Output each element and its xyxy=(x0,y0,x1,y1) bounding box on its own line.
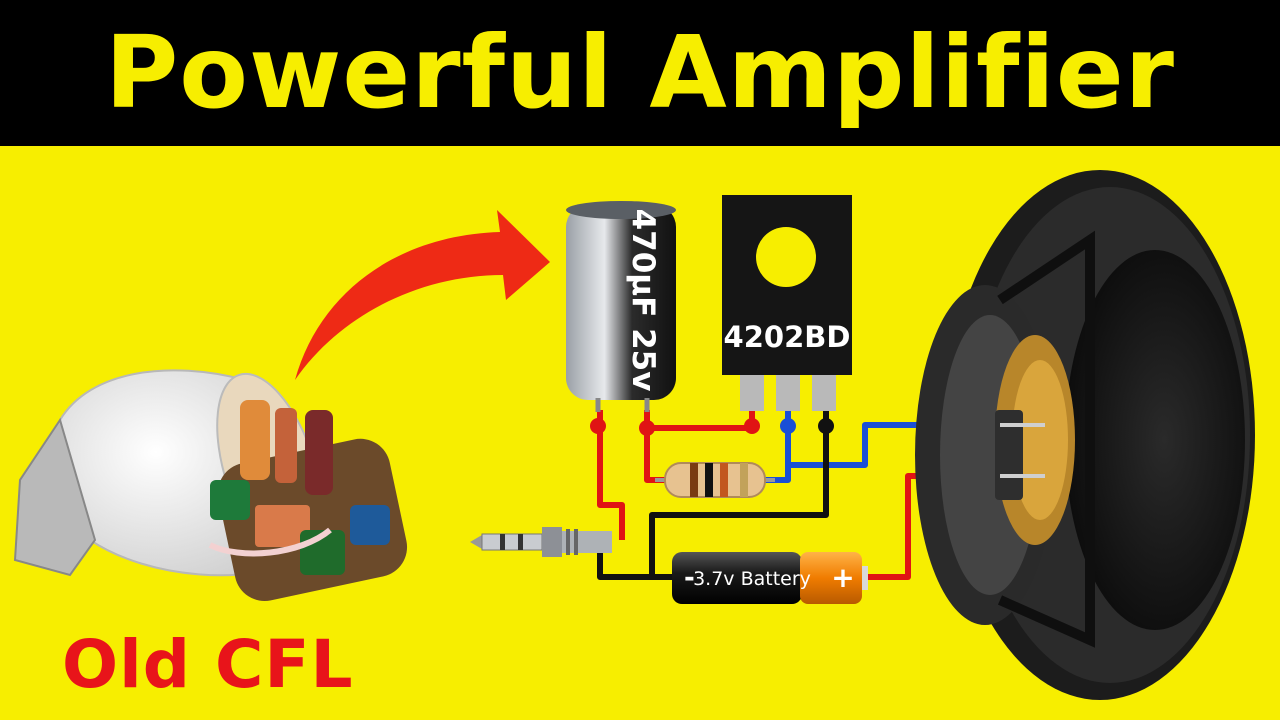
red-arrow-icon xyxy=(295,210,550,380)
capacitor-image: 470µF 25v xyxy=(566,201,676,412)
junction-dots xyxy=(590,418,834,436)
battery-image: - 3.7v Battery + xyxy=(672,552,868,604)
battery-positive: + xyxy=(831,561,854,594)
transistor-image: 4202BD xyxy=(722,195,852,411)
circuit-diagram: 470µF 25v 4202BD xyxy=(13,170,1255,700)
old-cfl-label: Old CFL xyxy=(62,626,354,703)
page-title: Powerful Amplifier xyxy=(105,14,1175,131)
title-bar: Powerful Amplifier xyxy=(0,0,1280,146)
battery-negative: - xyxy=(684,563,695,593)
resistor-image xyxy=(655,462,775,498)
speaker-image xyxy=(915,170,1255,700)
cfl-bulb-image xyxy=(13,369,408,601)
battery-label: 3.7v Battery xyxy=(693,568,811,590)
capacitor-label: 470µF 25v xyxy=(625,209,661,392)
transistor-label: 4202BD xyxy=(724,320,851,354)
audio-jack-image xyxy=(470,527,612,557)
